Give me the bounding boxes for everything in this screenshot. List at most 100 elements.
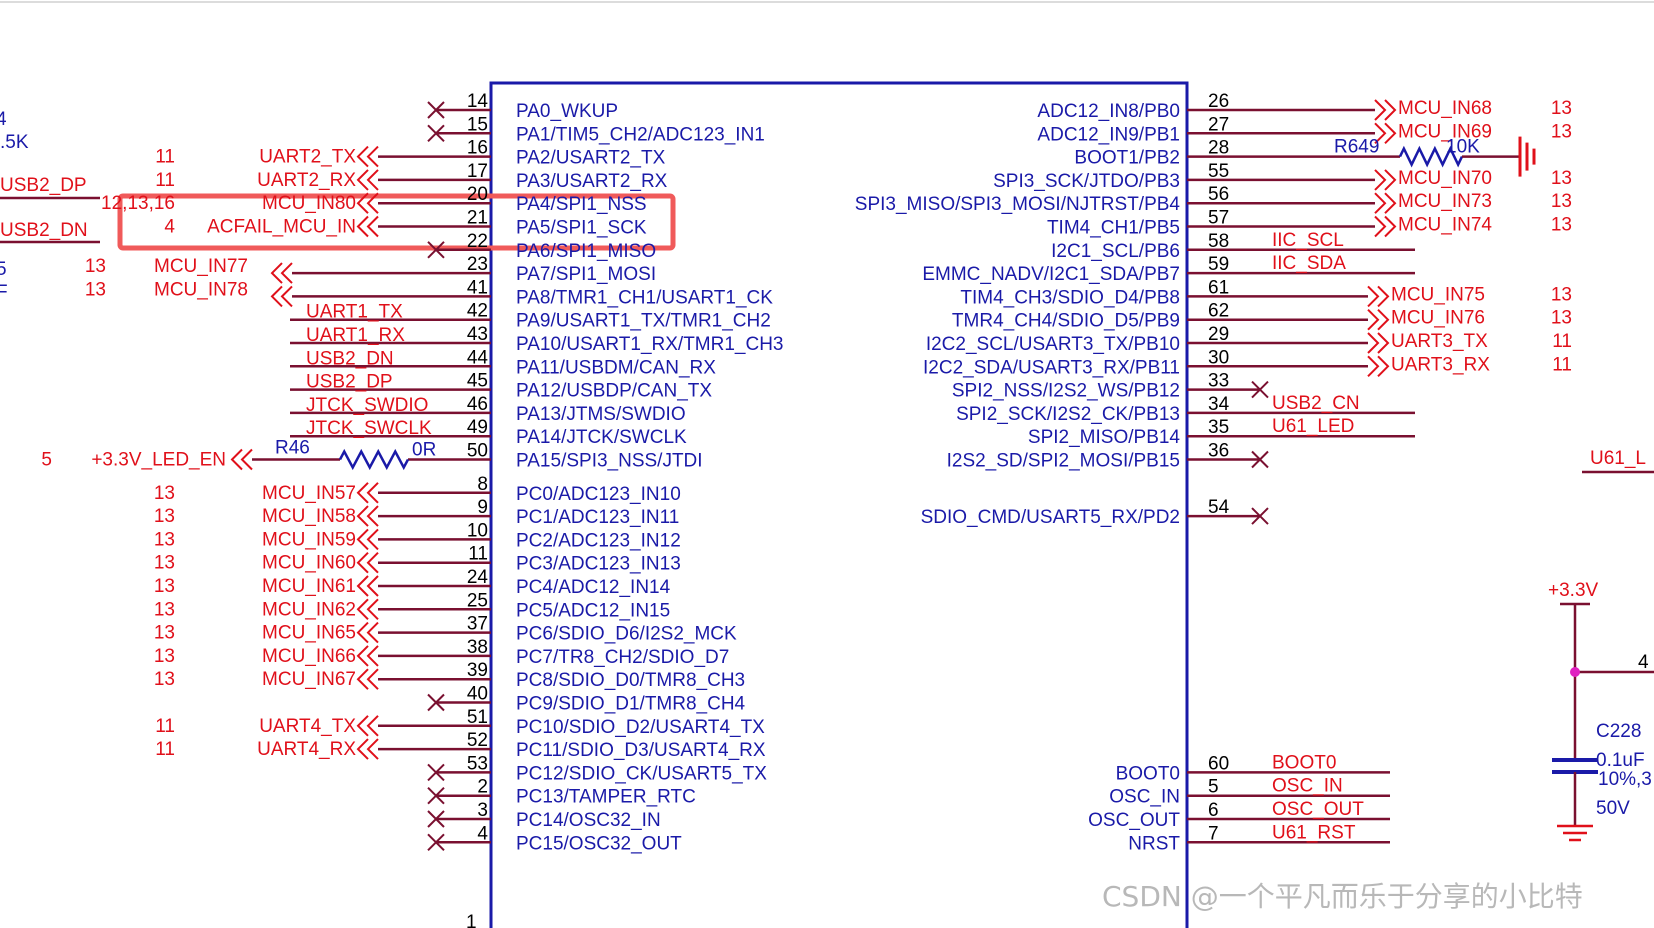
resistor-ref-R649: R649 xyxy=(1334,137,1379,158)
pin-number-35: 35 xyxy=(1208,417,1229,438)
pin-number-51: 51 xyxy=(467,707,488,728)
sheet-ref-37: 13 xyxy=(154,623,175,644)
pin-name-38: PC7/TR8_CH2/SDIO_D7 xyxy=(516,647,729,668)
offsheet-flag-10 xyxy=(356,528,379,551)
net-label-7: U61_RST xyxy=(1272,822,1356,843)
sheet-ref-41: 13 xyxy=(85,279,106,300)
net-label-8: MCU_IN57 xyxy=(262,483,356,504)
pin-number-4: 4 xyxy=(477,823,488,844)
pin-name-14: PA0_WKUP xyxy=(516,101,618,122)
sheet-ref-9: 13 xyxy=(154,506,175,527)
pin-number-45: 45 xyxy=(467,371,488,392)
net-label-46: JTCK_SWDIO xyxy=(306,395,428,416)
pin-number-16: 16 xyxy=(467,138,488,159)
pin-number-20: 20 xyxy=(467,184,488,205)
pin-number-11: 11 xyxy=(468,544,488,565)
sheet-ref-23: 13 xyxy=(85,256,106,277)
resistor-R46 xyxy=(338,448,410,471)
offsheet-flag-52 xyxy=(356,738,379,760)
net-label-9: MCU_IN58 xyxy=(262,506,356,527)
pin-number-52: 52 xyxy=(467,730,488,751)
resistor-R649 xyxy=(1398,145,1464,168)
offsheet-flag-17 xyxy=(356,169,379,191)
pin-number-34: 34 xyxy=(1208,394,1230,415)
pin-number-50: 50 xyxy=(467,441,488,462)
no-connect-2 xyxy=(427,786,445,805)
pin-number-29: 29 xyxy=(1208,324,1229,345)
pin-number-5: 5 xyxy=(1208,777,1219,798)
pin-number-40: 40 xyxy=(467,684,488,705)
pin-name-37: PC6/SDIO_D6/I2S2_MCK xyxy=(516,624,737,645)
pin-name-24: PC4/ADC12_IN14 xyxy=(516,577,671,598)
pin-name-7: NRST xyxy=(1128,833,1180,854)
pin-name-62: TMR4_CH4/SDIO_D5/PB9 xyxy=(952,311,1180,332)
sheet-ref-27: 13 xyxy=(1551,121,1572,142)
offsheet-flag-37 xyxy=(356,621,379,644)
sheet-ref-38: 13 xyxy=(154,646,175,667)
pin-number-46: 46 xyxy=(467,394,488,415)
pin-name-25: PC5/ADC12_IN15 xyxy=(516,600,670,621)
pin-number-44: 44 xyxy=(467,347,489,368)
pin-number-58: 58 xyxy=(1208,231,1229,252)
pin-name-22: PA6/SPI1_MISO xyxy=(516,241,656,262)
offsheet-flag-21 xyxy=(356,215,379,238)
net-label-39: MCU_IN67 xyxy=(262,669,356,690)
resistor-value-R46: 0R xyxy=(412,440,436,461)
pin-name-56: SPI3_MISO/SPI3_MOSI/NJTRST/PB4 xyxy=(855,194,1181,215)
net-label-11: MCU_IN60 xyxy=(262,553,356,574)
pin-name-40: PC9/SDIO_D1/TMR8_CH4 xyxy=(516,694,746,715)
sheet-ref-17: 11 xyxy=(155,170,175,191)
pin-number-60: 60 xyxy=(1208,753,1229,774)
offsheet-flag-8 xyxy=(356,482,379,504)
bottom-pin-number: 1 xyxy=(466,912,477,928)
pin-number-42: 42 xyxy=(467,301,488,322)
pin-name-57: TIM4_CH1/PB5 xyxy=(1047,218,1180,239)
offsheet-flag-50 xyxy=(230,448,253,471)
pin-name-60: BOOT0 xyxy=(1116,763,1180,784)
net-label-23: MCU_IN77 xyxy=(154,256,248,277)
pin-number-37: 37 xyxy=(467,614,488,635)
pin-name-10: PC2/ADC123_IN12 xyxy=(516,530,681,551)
net-label-49: JTCK_SWCLK xyxy=(306,418,432,439)
offsheet-flag-38 xyxy=(356,645,379,667)
net-label-34: USB2_CN xyxy=(1272,393,1360,414)
sheet-ref-11: 13 xyxy=(154,553,175,574)
no-connect-53 xyxy=(427,763,445,782)
pin-number-6: 6 xyxy=(1208,800,1219,821)
sheet-ref-24: 13 xyxy=(154,576,175,597)
offsheet-flag-24 xyxy=(356,575,379,597)
pin-number-61: 61 xyxy=(1208,277,1229,298)
pin-name-53: PC12/SDIO_CK/USART5_TX xyxy=(516,763,767,784)
offsheet-flag-16 xyxy=(356,145,379,168)
pin-number-24: 24 xyxy=(467,567,489,588)
sheet-ref-52: 11 xyxy=(155,739,175,760)
net-label-56: MCU_IN73 xyxy=(1398,191,1492,212)
pin-name-8: PC0/ADC123_IN10 xyxy=(516,484,681,505)
offsheet-flag-57 xyxy=(1374,215,1397,238)
offsheet-flag-55 xyxy=(1374,169,1397,191)
pin-name-39: PC8/SDIO_D0/TMR8_CH3 xyxy=(516,670,745,691)
pin-name-61: TIM4_CH3/SDIO_D4/PB8 xyxy=(960,287,1180,308)
pin-name-34: SPI2_SCK/I2S2_CK/PB13 xyxy=(956,404,1180,425)
net-label-26: MCU_IN68 xyxy=(1398,98,1492,119)
net-label-6: OSC_OUT xyxy=(1272,799,1364,820)
pin-name-26: ADC12_IN8/PB0 xyxy=(1037,101,1180,122)
net-label-29: UART3_TX xyxy=(1391,331,1488,352)
pin-number-53: 53 xyxy=(467,753,488,774)
no-connect-33 xyxy=(1251,380,1269,399)
pin-number-25: 25 xyxy=(467,590,488,611)
pin-name-35: SPI2_MISO/PB14 xyxy=(1028,427,1181,448)
net-label-58: IIC_SCL xyxy=(1272,230,1344,251)
pin-number-14: 14 xyxy=(467,91,489,112)
sheet-ref-16: 11 xyxy=(155,147,175,168)
net-label-42: UART1_TX xyxy=(306,302,403,323)
pin-name-23: PA7/SPI1_MOSI xyxy=(516,264,656,285)
cap-voltage: 50V xyxy=(1596,798,1630,819)
net-label-27: MCU_IN69 xyxy=(1398,121,1492,142)
pin-number-7: 7 xyxy=(1208,823,1219,844)
pin-name-6: OSC_OUT xyxy=(1088,810,1180,831)
offsheet-flag-26 xyxy=(1374,99,1397,121)
sheet-ref-8: 13 xyxy=(154,483,175,504)
net-label-52: UART4_RX xyxy=(257,739,356,760)
net-label-45: USB2_DP xyxy=(306,372,393,393)
